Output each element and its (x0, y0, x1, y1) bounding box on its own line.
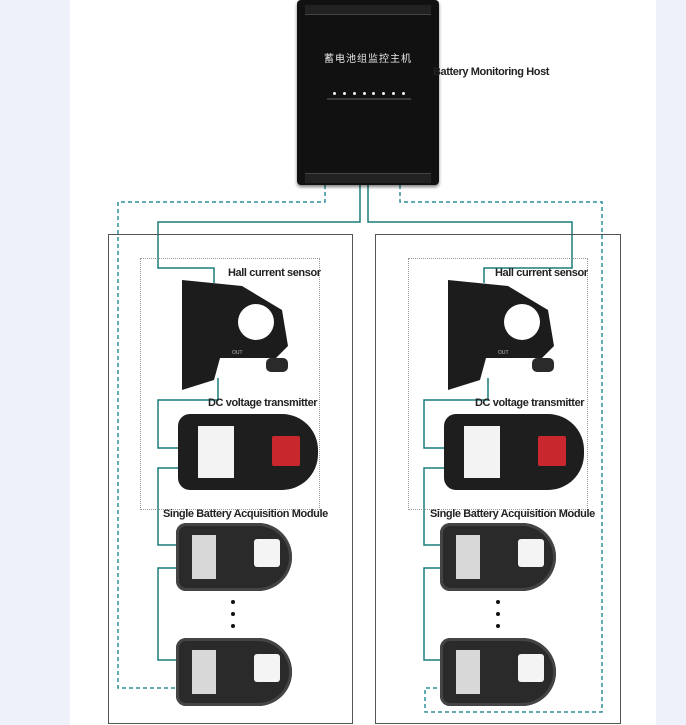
led-indicator (352, 92, 356, 95)
led-indicator (333, 92, 336, 95)
hall-out-text: OUT (498, 350, 509, 356)
device-sticker (456, 535, 480, 579)
host-label: Battery Monitoring Host (433, 66, 550, 78)
acquisition-module-right-1 (440, 523, 556, 591)
device-sticker (464, 426, 500, 478)
acquisition-module-left-1 (176, 523, 292, 591)
hall-current-sensor-left: OUT (182, 280, 288, 390)
hall-sensor-label-right: Hall current sensor (495, 267, 588, 279)
wire-right-dc-mod1 (423, 467, 444, 546)
device-sticker (192, 535, 216, 579)
led-indicator (401, 92, 405, 95)
wire-left-hall-dc (157, 378, 219, 449)
led-indicator (342, 92, 346, 95)
wire-right-mod1-mod2 (423, 567, 440, 661)
led-indicator (382, 92, 386, 95)
dc-transmitter-label-left: DC voltage transmitter (208, 397, 318, 409)
dc-voltage-transmitter-left (178, 414, 318, 490)
dc-transmitter-label-right: DC voltage transmitter (475, 397, 585, 409)
hall-sensor-label-left: Hall current sensor (228, 267, 321, 279)
wire-left-mod1-mod2 (157, 567, 176, 661)
dashed-bus-left (117, 185, 326, 689)
dashed-bus-right (399, 185, 603, 713)
dc-voltage-transmitter-right (444, 414, 584, 490)
wire-host-left (157, 185, 361, 283)
acquisition-module-right-2 (440, 638, 556, 706)
white-connector (254, 539, 280, 567)
led-indicator (362, 92, 366, 95)
hall-current-sensor-right: OUT (448, 280, 554, 390)
white-connector (254, 654, 280, 682)
battery-group-panel-right (375, 234, 621, 724)
led-indicator (392, 92, 396, 95)
wire-left-dc-mod1 (157, 467, 180, 546)
white-connector (518, 539, 544, 567)
acquisition-module-left-2 (176, 638, 292, 706)
host-led-labels (327, 98, 411, 100)
sensor-group-outline-right (408, 258, 588, 510)
white-connector (518, 654, 544, 682)
wire-right-hall-dc (423, 378, 489, 449)
acquisition-module-label-right: Single Battery Acquisition Module (430, 508, 595, 520)
device-sticker (456, 650, 480, 694)
ellipsis-dots-left (231, 600, 237, 636)
sensor-group-outline-left (140, 258, 320, 510)
acquisition-module-label-left: Single Battery Acquisition Module (163, 508, 328, 520)
led-indicator (372, 92, 376, 95)
battery-monitoring-host: 蓄电池组监控主机 (297, 0, 439, 185)
host-bottom-terminal-strip (305, 173, 431, 183)
host-chinese-title: 蓄电池组监控主机 (324, 54, 412, 65)
host-led-row (333, 92, 405, 95)
ellipsis-dots-right (496, 600, 502, 636)
host-top-terminal-strip (305, 5, 431, 15)
red-connector (272, 436, 300, 466)
device-sticker (198, 426, 234, 478)
wire-host-right (367, 185, 573, 283)
hall-out-text: OUT (232, 350, 243, 356)
battery-group-panel-left (108, 234, 353, 724)
red-connector (538, 436, 566, 466)
device-sticker (192, 650, 216, 694)
